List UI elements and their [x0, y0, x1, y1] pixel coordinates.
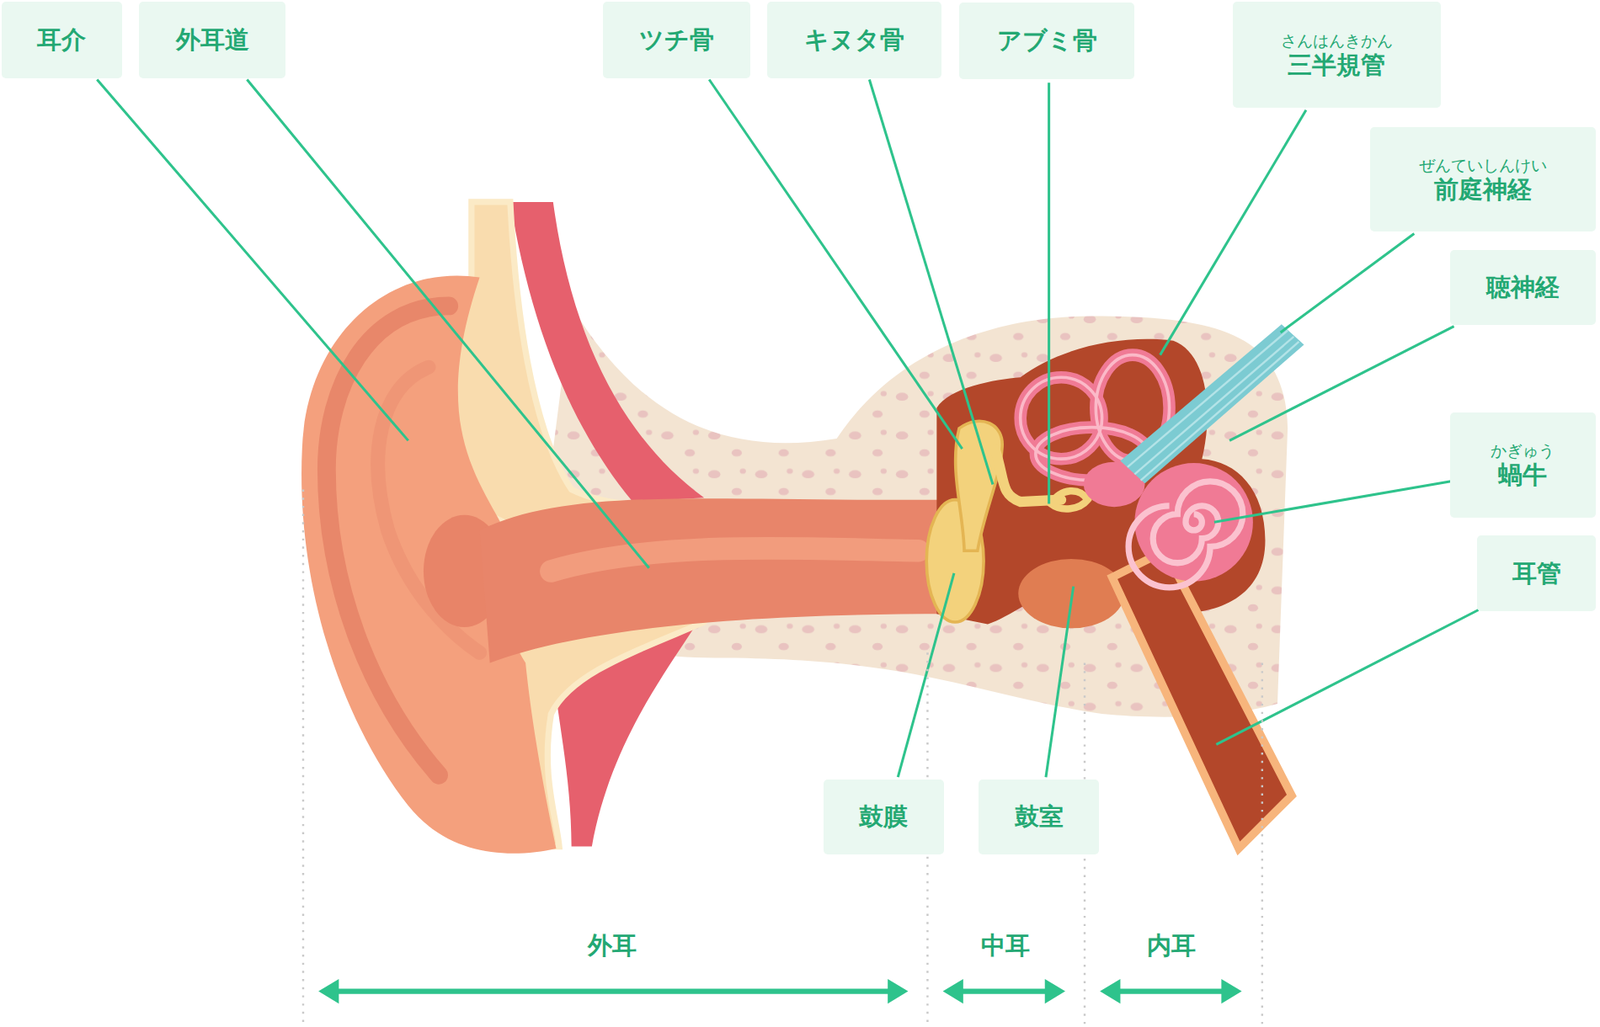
part-name: ツチ骨: [639, 25, 715, 55]
furigana: かぎゅう: [1490, 440, 1555, 462]
callout-box: キヌタ骨: [767, 1, 942, 79]
furigana: ぜんていしんけい: [1418, 154, 1547, 176]
callout-box: 耳管: [1477, 535, 1596, 613]
callout-box: 耳介: [1, 1, 123, 79]
part-name: アブミ骨: [997, 26, 1098, 56]
part-name: キヌタ骨: [804, 25, 905, 55]
region-guides: [303, 490, 1263, 1026]
callout-box: 外耳道: [138, 1, 286, 79]
region-label: 中耳: [977, 929, 1034, 964]
part-name: 外耳道: [176, 25, 250, 55]
callout-box: さんはんきかん三半規管: [1232, 1, 1441, 108]
part-name: 聴神経: [1486, 272, 1560, 303]
region-label: 外耳: [584, 929, 640, 964]
part-name: 鼓室: [1014, 802, 1064, 832]
region-label: 内耳: [1143, 929, 1200, 964]
ear-canal-highlight: [550, 548, 918, 571]
callout-box: ツチ骨: [602, 1, 750, 79]
part-name: 耳管: [1512, 559, 1562, 589]
furigana: さんはんきかん: [1280, 30, 1393, 52]
callout-box: 鼓室: [978, 779, 1099, 854]
callout-box: アブミ骨: [959, 2, 1135, 80]
callout-box: 鼓膜: [823, 779, 944, 854]
part-name: 前庭神経: [1434, 175, 1532, 205]
cochlea-spiral: [1128, 481, 1243, 588]
part-name: 蝸牛: [1498, 460, 1547, 491]
part-name: 耳介: [37, 25, 86, 55]
stapes: [1050, 490, 1088, 509]
callout-box: かぎゅう蝸牛: [1450, 412, 1596, 518]
eustachian-tube: [1112, 550, 1292, 849]
region-arrows: [318, 979, 1242, 1004]
callout-box: 聴神経: [1450, 250, 1596, 325]
ear-canal: [480, 498, 950, 663]
leader-lines: [96, 79, 1478, 778]
nerve-fibres: [1127, 330, 1300, 481]
callout-box: ぜんていしんけい前庭神経: [1370, 127, 1596, 232]
part-name: 鼓膜: [858, 802, 908, 832]
nerve-bundle: [1120, 324, 1304, 484]
cochlea: [1134, 463, 1254, 582]
part-name: 三半規管: [1287, 50, 1386, 80]
